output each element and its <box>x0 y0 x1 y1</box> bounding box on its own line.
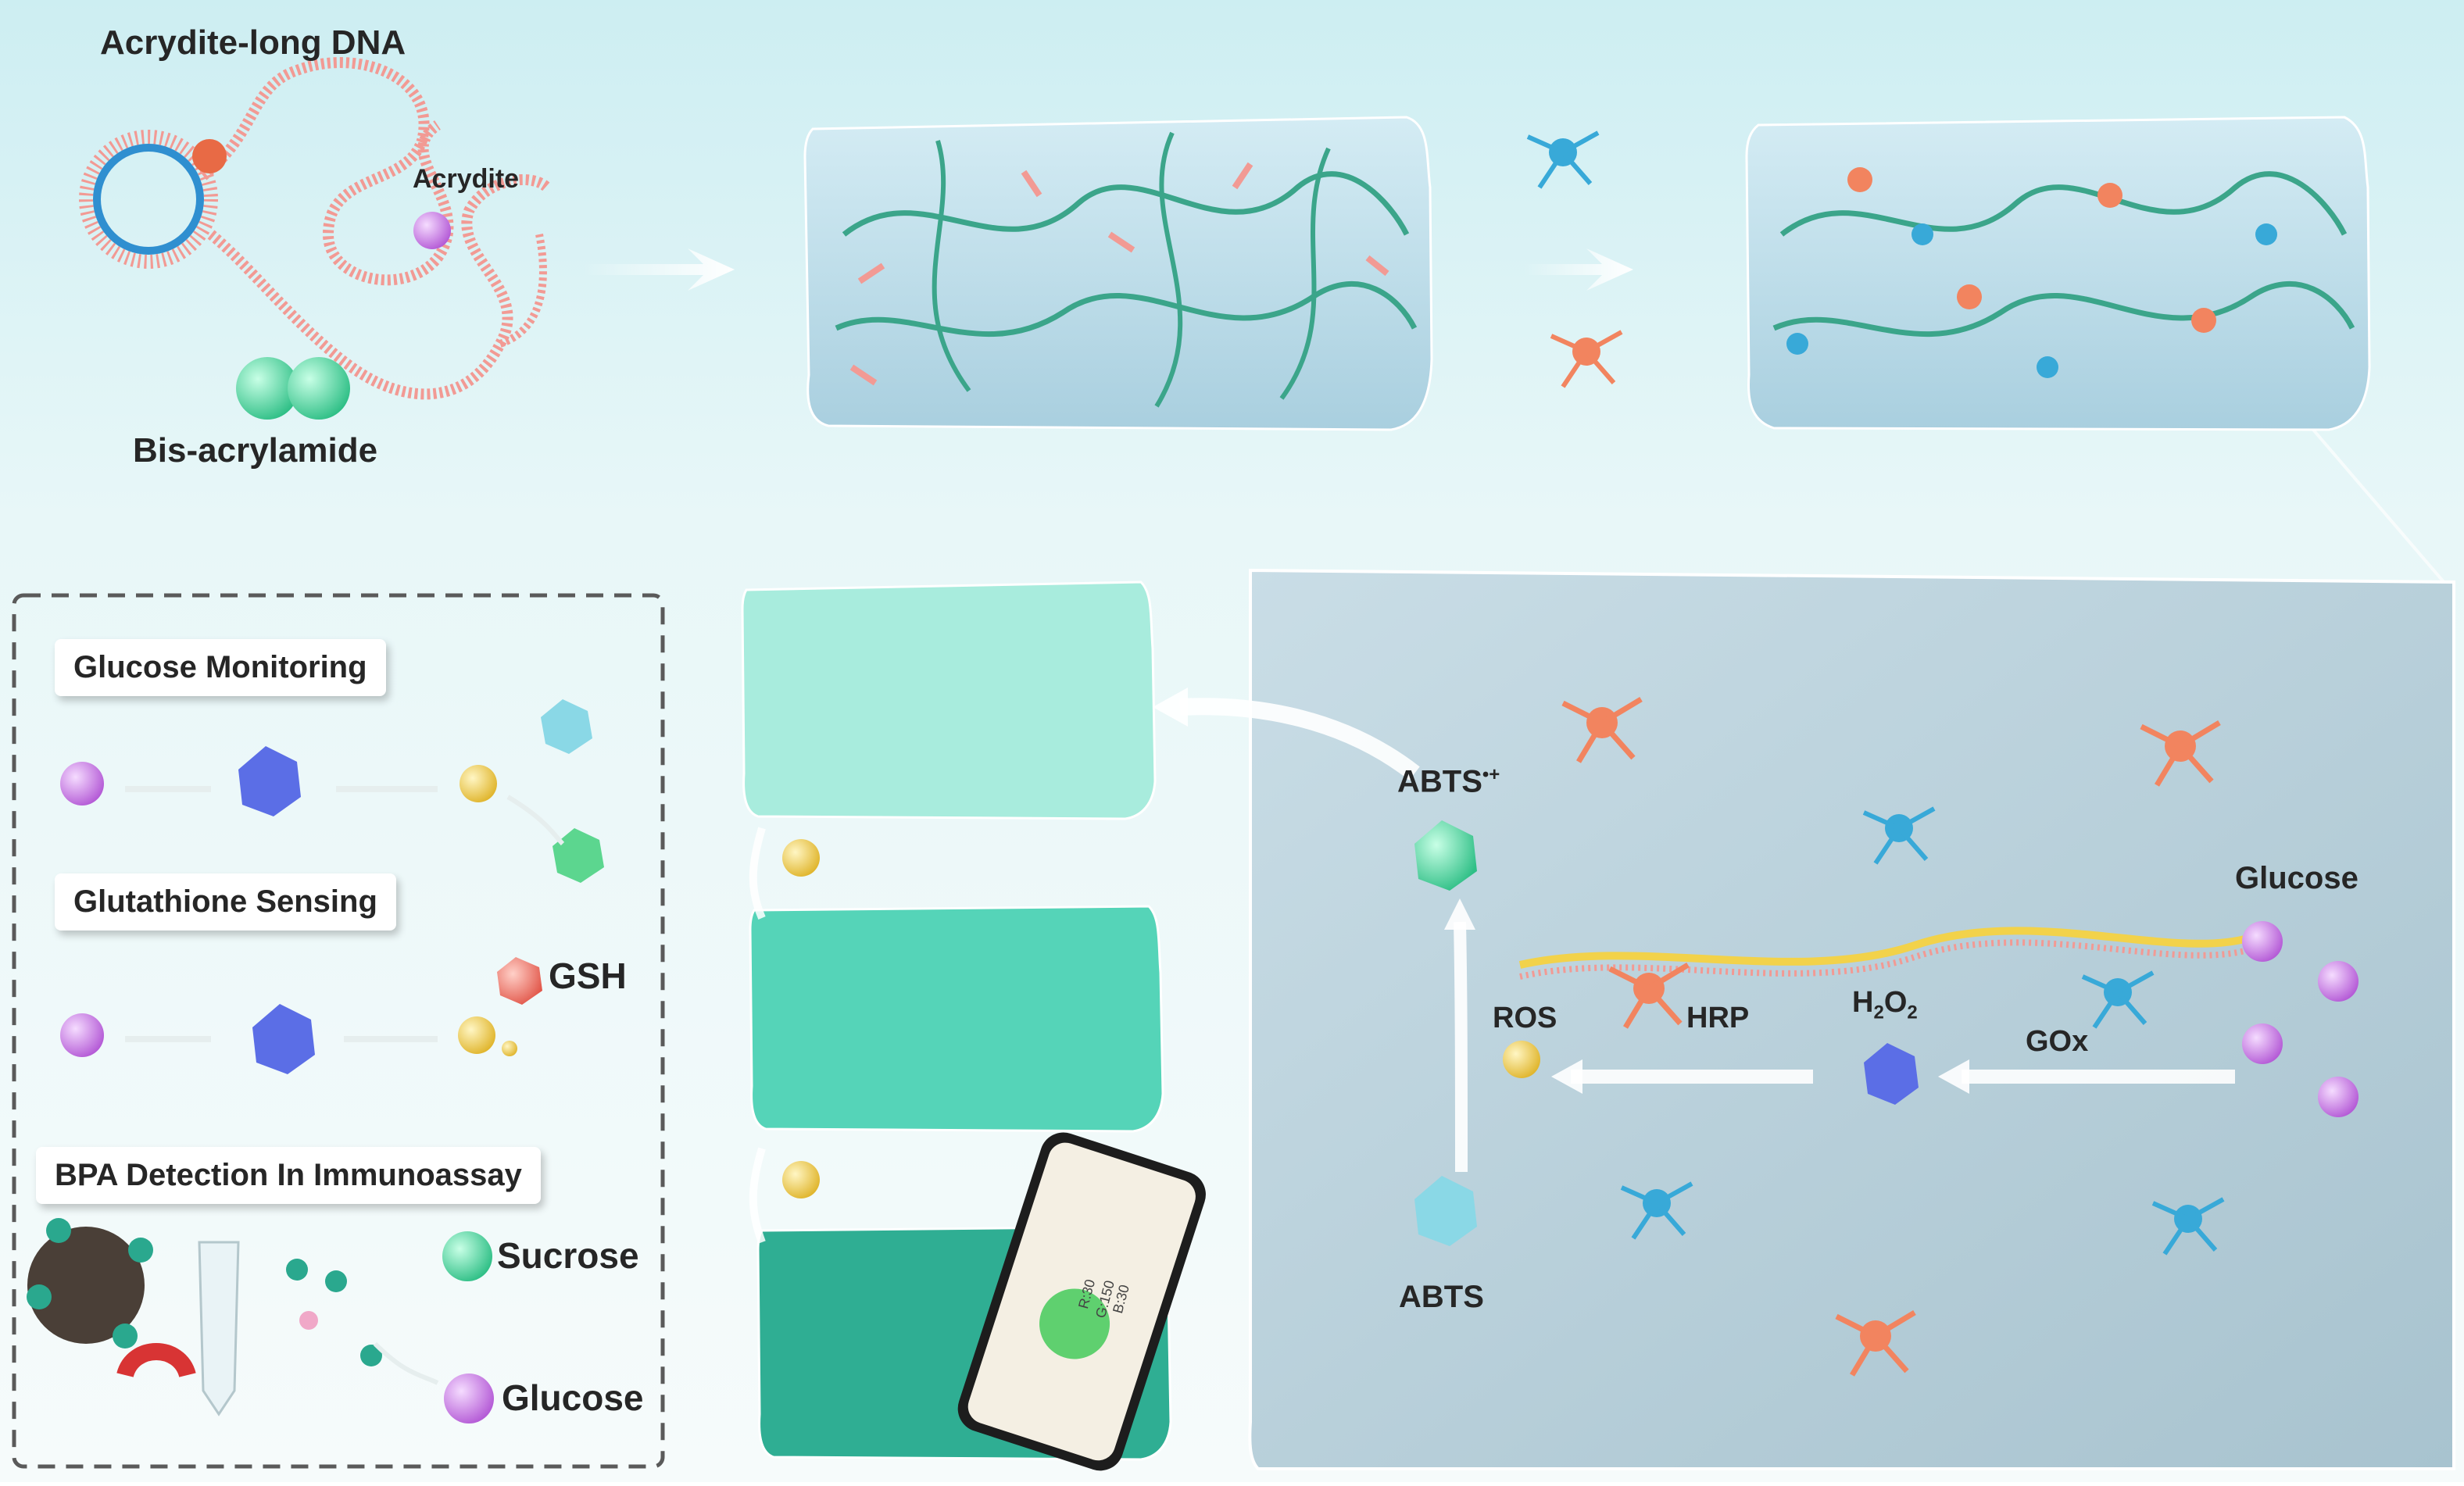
smartphone-icon <box>957 1132 1206 1471</box>
glucose-monitoring-row <box>60 699 604 883</box>
hydrogel-color-mid <box>749 905 1164 1133</box>
gsh-label: GSH <box>549 956 627 996</box>
hrp-enzyme-icon <box>1561 696 2221 1377</box>
glutathione-sensing-tag: Glutathione Sensing <box>55 873 396 931</box>
bis-acrylamide-sphere-icon <box>236 357 299 420</box>
applications-panel <box>12 593 665 1469</box>
dna-title: Acrydite-long DNA <box>100 23 406 62</box>
abts-radical-polyhedron-icon <box>1414 820 1477 891</box>
hrp-enzyme-icon <box>1550 330 1623 388</box>
gsh-polyhedron-icon <box>497 957 542 1005</box>
acrydite-label: Acrydite <box>413 164 520 194</box>
gox-enzyme-icon <box>1526 130 1600 189</box>
tube-icon <box>198 1241 240 1416</box>
acrydite-sphere-icon <box>413 212 451 249</box>
h2o2-polyhedron-icon <box>1864 1043 1919 1105</box>
process-arrow-2 <box>1524 248 1633 291</box>
glutathione-sensing-row <box>60 957 542 1074</box>
sucrose-sphere-icon <box>442 1231 492 1281</box>
gox-label: GOx <box>2026 1025 2089 1058</box>
magnet-icon <box>116 1343 196 1378</box>
ros-sphere-icon <box>782 1161 820 1198</box>
abts-label: ABTS <box>1399 1280 1484 1314</box>
reaction-zoom-panel <box>1248 568 2455 1470</box>
bis-acrylamide-label: Bis-acrylamide <box>133 431 378 470</box>
gox-enzyme-icon <box>1620 806 2225 1256</box>
magnetic-bead-icon <box>27 1227 145 1344</box>
acrydite-dna-illustration <box>79 57 551 420</box>
dna-hydrogel-block <box>803 116 1433 431</box>
bpa-detection-tag: BPA Detection In Immunoassay <box>36 1147 541 1204</box>
glucose-monitoring-tag: Glucose Monitoring <box>55 639 386 696</box>
enzyme-loaded-hydrogel-block <box>1745 116 2371 431</box>
h2o2-label: H2O2 <box>1852 986 1918 1023</box>
abts-radical-label: ABTS•+ <box>1397 764 1500 799</box>
glucose-sphere-icon <box>444 1373 494 1423</box>
glucose-sphere-icon <box>2318 1077 2359 1117</box>
glucose-sphere-icon <box>2242 921 2283 962</box>
glucose-reaction-label: Glucose <box>2235 861 2359 895</box>
glucose-label: Glucose <box>502 1377 644 1418</box>
abts-polyhedron-icon <box>1414 1176 1477 1246</box>
ros-sphere-icon <box>782 839 820 877</box>
process-arrow-1 <box>582 248 735 291</box>
dna-knot-icon <box>192 139 227 173</box>
ros-label: ROS <box>1493 1002 1557 1034</box>
ros-sphere-icon <box>1503 1041 1540 1078</box>
glucose-sphere-icon <box>2242 1023 2283 1064</box>
h2o2-polyhedron-icon <box>238 746 301 816</box>
hrp-label: HRP <box>1686 1002 1750 1034</box>
bis-acrylamide-sphere-icon <box>288 357 350 420</box>
bpa-immunoassay-illustration <box>27 1218 439 1416</box>
dna-strand <box>1518 927 2252 969</box>
glucose-sphere-icon <box>2318 961 2359 1002</box>
sucrose-label: Sucrose <box>497 1235 639 1276</box>
hydrogel-color-light <box>741 580 1157 820</box>
